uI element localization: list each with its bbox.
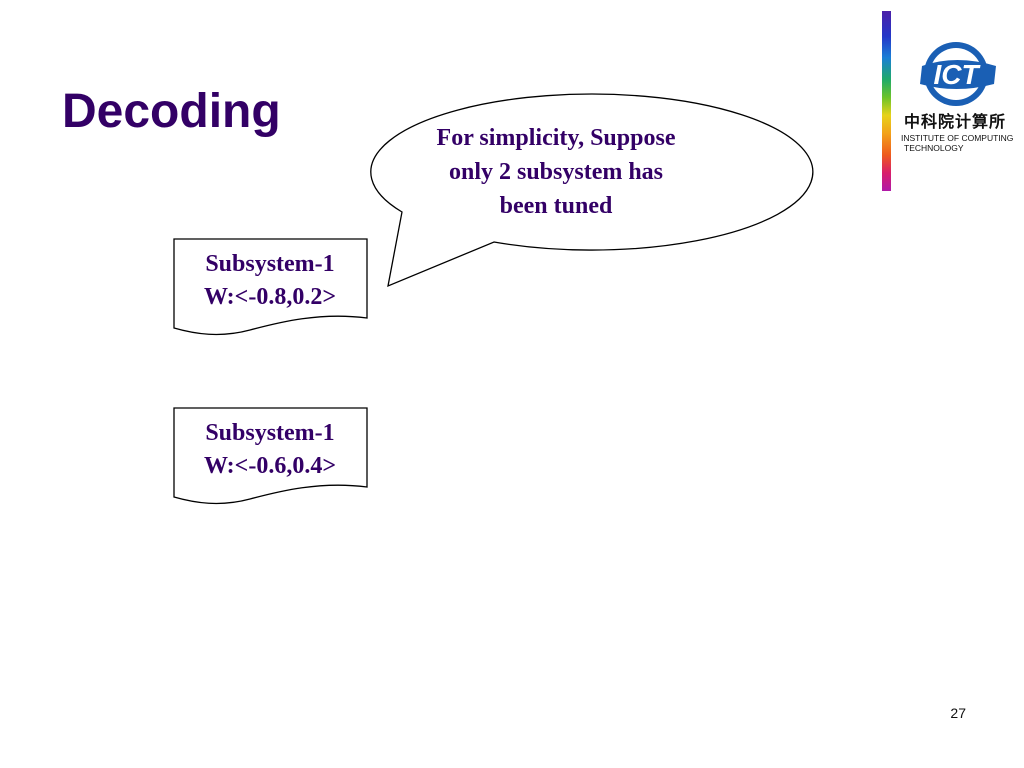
document-shape-2 [173, 407, 368, 505]
logo-mark: ICT [933, 59, 981, 90]
page-number: 27 [950, 705, 966, 721]
subsystem-weights: W:<-0.8,0.2> [203, 284, 336, 310]
document-text-1: Subsystem-1 W:<-0.8,0.2> [173, 248, 367, 314]
color-bar [882, 11, 891, 191]
document-shape-1 [173, 238, 368, 336]
slide-title: Decoding [62, 85, 281, 138]
subsystem-name: Subsystem-1 [205, 251, 335, 277]
logo-english-name: INSTITUTE OF COMPUTING TECHNOLOGY [901, 133, 1013, 153]
callout-line: For simplicity, Suppose [436, 125, 676, 151]
subsystem-name: Subsystem-1 [205, 420, 335, 446]
logo-chinese-name: 中科院计算所 [904, 112, 1007, 131]
logo-english-line2: TECHNOLOGY [904, 143, 964, 153]
subsystem-weights: W:<-0.6,0.4> [203, 453, 336, 479]
speech-bubble [370, 93, 814, 288]
document-text-2: Subsystem-1 W:<-0.6,0.4> [173, 417, 367, 483]
ict-logo: ICT [920, 42, 996, 106]
logo-band [920, 60, 996, 89]
logo-english-line1: INSTITUTE OF COMPUTING [901, 133, 1014, 143]
callout-line: been tuned [499, 193, 613, 219]
callout-text: For simplicity, Suppose only 2 subsystem… [395, 121, 717, 223]
callout-line: only 2 subsystem has [448, 159, 664, 185]
